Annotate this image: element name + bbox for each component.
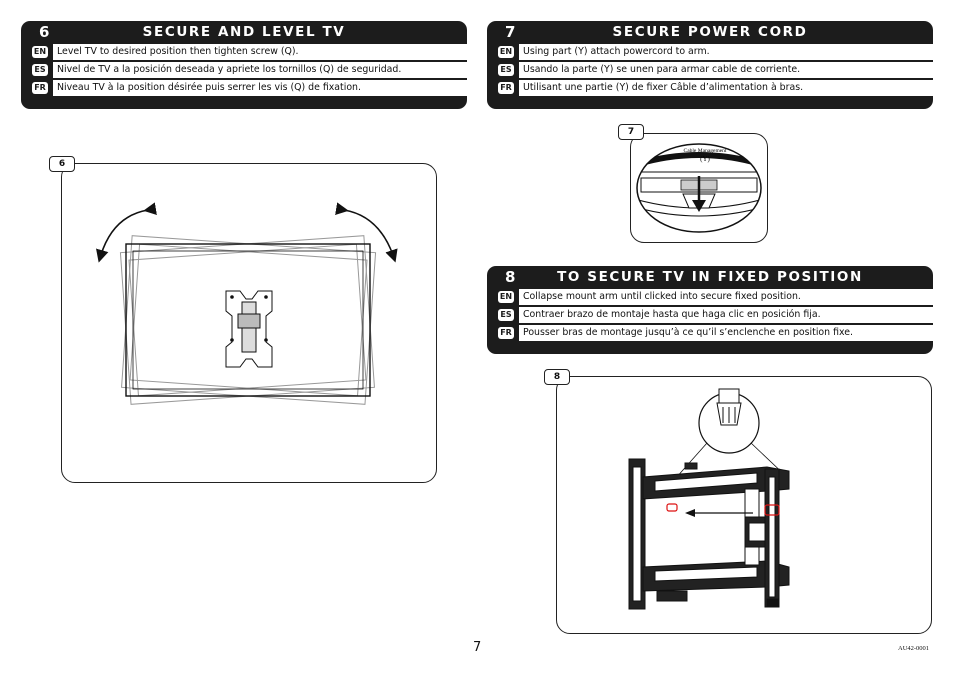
step-7-row-fr: FR Utilisant une partie (Y) de fixer Câb… bbox=[487, 80, 933, 97]
lang-badge-es: ES bbox=[498, 309, 514, 321]
wall-plate bbox=[628, 458, 646, 610]
lang-badge-en: EN bbox=[498, 46, 514, 58]
level-tv-illustration bbox=[96, 202, 398, 405]
part-y-label: (Y) bbox=[700, 155, 710, 163]
figure-8-panel bbox=[556, 376, 932, 634]
step-7-number: 7 bbox=[505, 23, 516, 41]
document-code: AU42-0001 bbox=[898, 645, 930, 652]
step-7-row-es: ES Usando la parte (Y) se unen para arma… bbox=[487, 62, 933, 79]
lang-badge-es: ES bbox=[498, 64, 514, 76]
step-7-title: SECURE POWER CORD bbox=[612, 24, 808, 40]
instruction-text-en: Using part (Y) attach powercord to arm. bbox=[519, 44, 933, 60]
step-6-header: 6 SECURE AND LEVEL TV bbox=[21, 21, 467, 43]
cable-management-illustration: Cable Management (Y) bbox=[636, 143, 762, 233]
step-6-row-fr: FR Niveau TV à la position désirée puis … bbox=[21, 80, 467, 97]
lang-badge-fr: FR bbox=[32, 82, 48, 94]
tv-plate bbox=[764, 468, 780, 608]
page-number: 7 bbox=[473, 640, 482, 655]
click-indicator-left bbox=[666, 503, 678, 512]
step-7-section: 7 SECURE POWER CORD EN Using part (Y) at… bbox=[487, 21, 933, 109]
step-7-row-en: EN Using part (Y) attach powercord to ar… bbox=[487, 44, 933, 61]
lang-badge-en: EN bbox=[498, 291, 514, 303]
wall-mount-bracket bbox=[225, 290, 273, 368]
instruction-text-fr: Pousser bras de montage jusqu’à ce qu’il… bbox=[519, 325, 933, 341]
instruction-text-es: Contraer brazo de montaje hasta que haga… bbox=[519, 307, 933, 323]
instruction-text-en: Level TV to desired position then tighte… bbox=[53, 44, 467, 60]
figure-6-tag: 6 bbox=[49, 156, 75, 172]
mount-arm-bottom bbox=[642, 560, 790, 602]
rotate-right-arrow bbox=[335, 202, 398, 263]
step-8-title: TO SECURE TV IN FIXED POSITION bbox=[557, 269, 863, 285]
step-6-row-es: ES Nivel de TV a la posición deseada y a… bbox=[21, 62, 467, 79]
step-8-section: 8 TO SECURE TV IN FIXED POSITION EN Coll… bbox=[487, 266, 933, 354]
step-6-row-en: EN Level TV to desired position then tig… bbox=[21, 44, 467, 61]
step-6-section: 6 SECURE AND LEVEL TV EN Level TV to des… bbox=[21, 21, 467, 109]
lang-badge-es: ES bbox=[32, 64, 48, 76]
figure-7-panel: Cable Management (Y) bbox=[630, 133, 768, 243]
lang-badge-fr: FR bbox=[498, 327, 514, 339]
step-7-header: 7 SECURE POWER CORD bbox=[487, 21, 933, 43]
step-8-row-fr: FR Pousser bras de montage jusqu’à ce qu… bbox=[487, 325, 933, 342]
figure-6-panel bbox=[61, 163, 437, 483]
instruction-text-es: Usando la parte (Y) se unen para armar c… bbox=[519, 62, 933, 78]
step-8-number: 8 bbox=[505, 268, 516, 286]
lang-badge-fr: FR bbox=[498, 82, 514, 94]
step-8-row-en: EN Collapse mount arm until clicked into… bbox=[487, 289, 933, 306]
figure-7-tag: 7 bbox=[618, 124, 644, 140]
instruction-text-es: Nivel de TV a la posición deseada y apri… bbox=[53, 62, 467, 78]
step-8-row-es: ES Contraer brazo de montaje hasta que h… bbox=[487, 307, 933, 324]
step-6-number: 6 bbox=[39, 23, 50, 41]
figure-8-tag: 8 bbox=[544, 369, 570, 385]
instruction-text-fr: Niveau TV à la position désirée puis ser… bbox=[53, 80, 467, 96]
rotate-left-arrow bbox=[96, 202, 157, 263]
step-8-header: 8 TO SECURE TV IN FIXED POSITION bbox=[487, 266, 933, 288]
cable-management-label: Cable Management bbox=[684, 148, 727, 154]
fixed-position-illustration bbox=[628, 388, 790, 610]
level-tv-frame bbox=[125, 243, 371, 397]
instruction-text-en: Collapse mount arm until clicked into se… bbox=[519, 289, 933, 305]
lang-badge-en: EN bbox=[32, 46, 48, 58]
click-indicator-right bbox=[764, 504, 780, 516]
instruction-text-fr: Utilisant une partie (Y) de fixer Câble … bbox=[519, 80, 933, 96]
step-6-title: SECURE AND LEVEL TV bbox=[142, 24, 346, 40]
